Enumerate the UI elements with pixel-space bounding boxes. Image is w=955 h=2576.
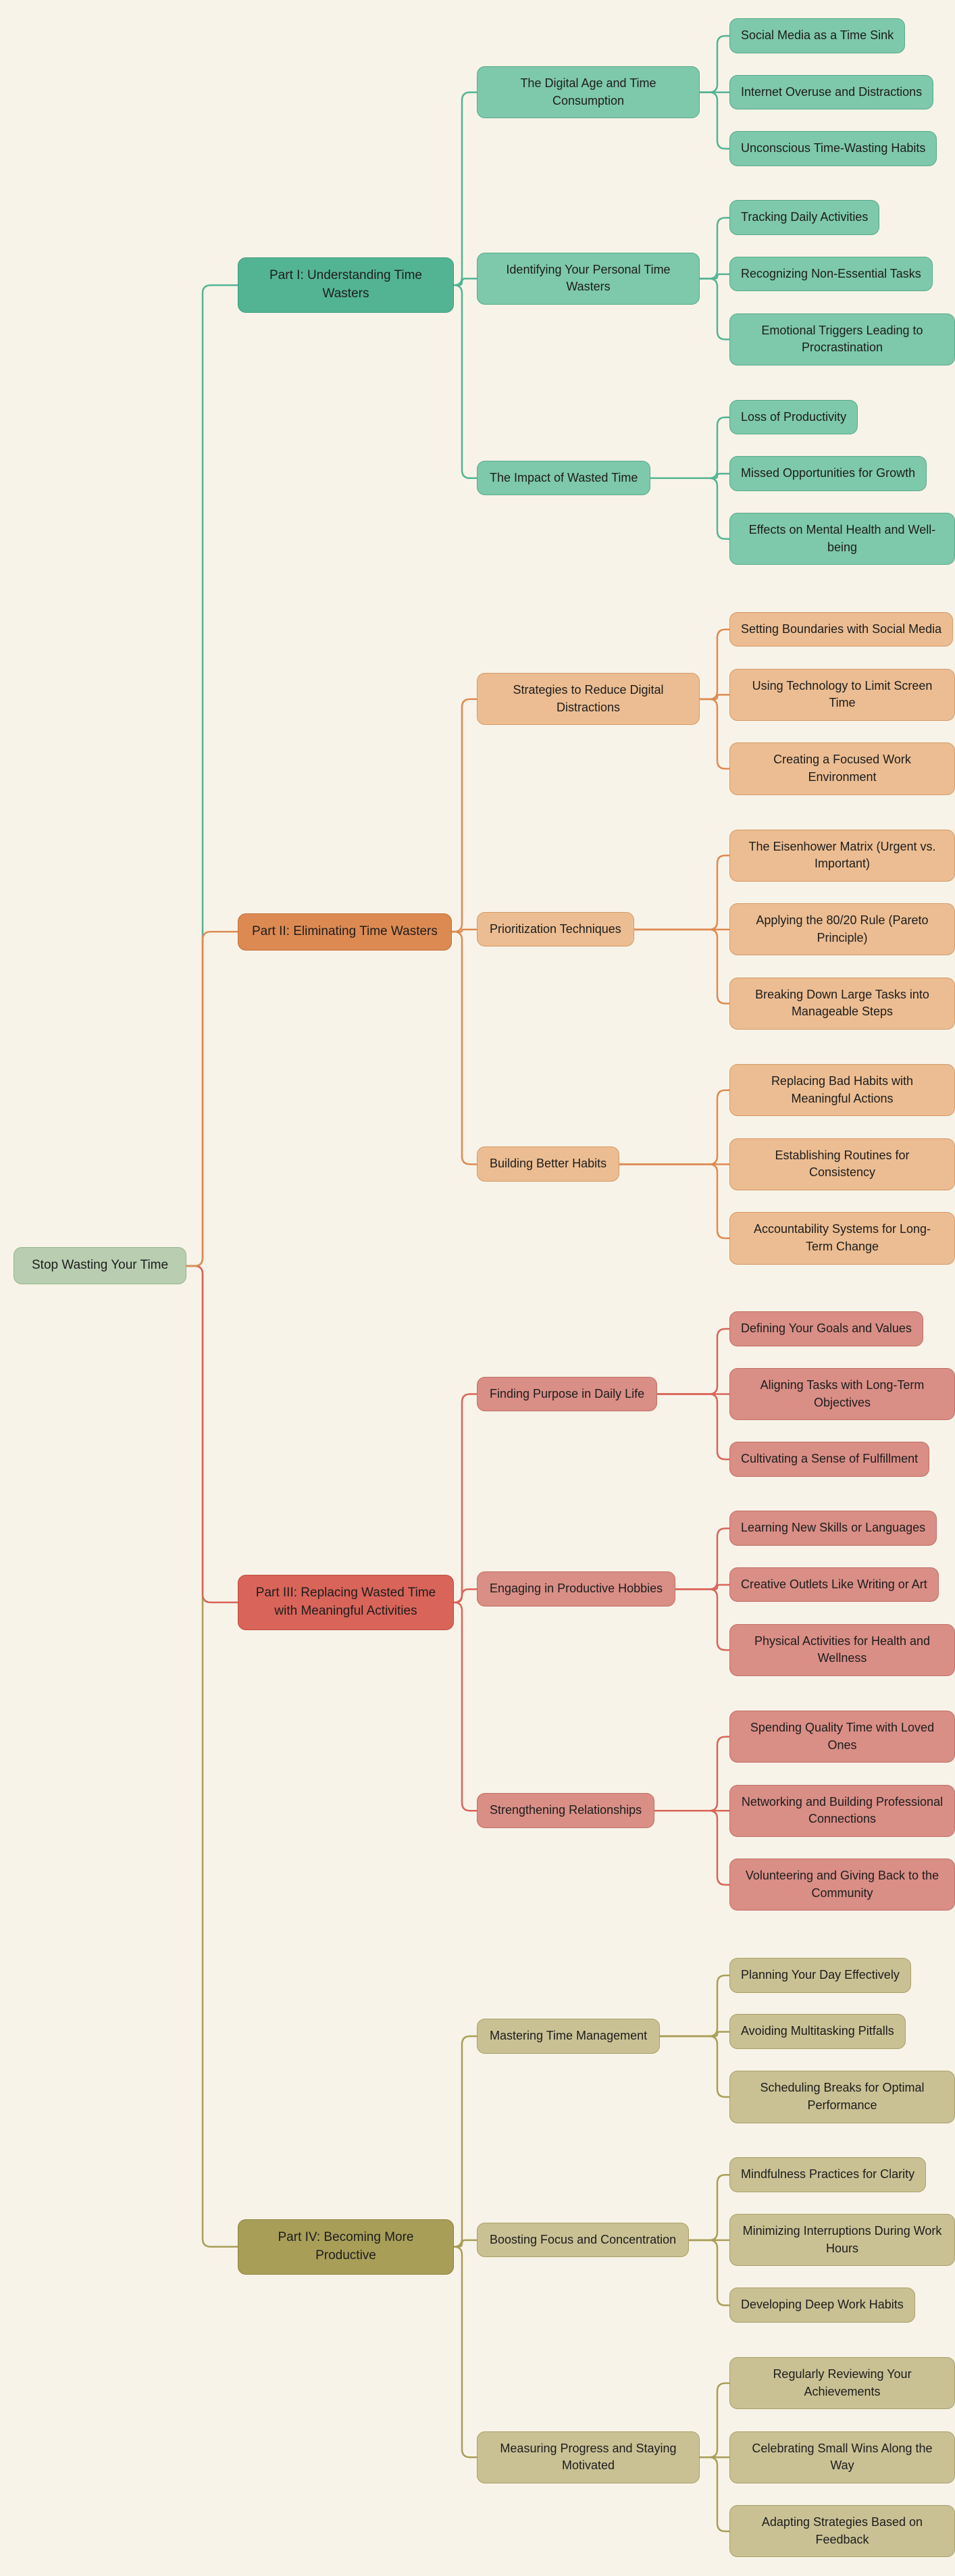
- connector: [185, 1265, 239, 2248]
- connector: [698, 694, 731, 701]
- connector: [659, 2035, 731, 2098]
- branch-node[interactable]: Part I: Understanding Time Wasters: [238, 257, 454, 313]
- subtopic-node[interactable]: Celebrating Small Wins Along the Way: [729, 2431, 955, 2483]
- subtopic-node[interactable]: Replacing Bad Habits with Meaningful Act…: [729, 1064, 955, 1117]
- connector: [698, 34, 731, 93]
- connector: [698, 278, 731, 340]
- connector: [453, 278, 478, 286]
- connector: [649, 416, 731, 479]
- connector: [453, 1601, 478, 1812]
- subtopic-node[interactable]: Applying the 80/20 Rule (Pareto Principl…: [729, 903, 955, 956]
- branch-node[interactable]: Part II: Eliminating Time Wasters: [238, 913, 452, 951]
- connector: [453, 2035, 478, 2248]
- branch-node[interactable]: Part IV: Becoming More Productive: [238, 2219, 454, 2275]
- connector: [674, 1584, 731, 1590]
- subtopic-node[interactable]: Setting Boundaries with Social Media: [729, 611, 954, 647]
- subtopic-node[interactable]: Establishing Routines for Consistency: [729, 1138, 955, 1190]
- subtopic-node[interactable]: Avoiding Multitasking Pitfalls: [729, 2014, 906, 2049]
- connector: [674, 1588, 731, 1651]
- topic-node[interactable]: Prioritization Techniques: [477, 911, 634, 947]
- subtopic-node[interactable]: Scheduling Breaks for Optimal Performanc…: [729, 2071, 955, 2123]
- connector: [450, 698, 478, 933]
- topic-node[interactable]: Boosting Focus and Concentration: [477, 2222, 690, 2258]
- connector: [649, 472, 731, 479]
- subtopic-node[interactable]: Using Technology to Limit Screen Time: [729, 668, 955, 721]
- topic-node[interactable]: Strengthening Relationships: [477, 1793, 655, 1828]
- connector: [185, 1265, 239, 1604]
- mindmap-root-node[interactable]: Stop Wasting Your Time: [14, 1247, 187, 1285]
- subtopic-node[interactable]: Accountability Systems for Long-Term Cha…: [729, 1212, 955, 1265]
- connector: [633, 855, 731, 931]
- subtopic-node[interactable]: Adapting Strategies Based on Feedback: [729, 2505, 955, 2558]
- connector: [656, 1328, 731, 1395]
- connector: [453, 2246, 478, 2458]
- subtopic-node[interactable]: Networking and Building Professional Con…: [729, 1784, 955, 1837]
- connector: [453, 2239, 478, 2248]
- connector: [633, 928, 731, 1005]
- connector: [649, 477, 731, 540]
- connector: [656, 1393, 731, 1461]
- subtopic-node[interactable]: Developing Deep Work Habits: [729, 2288, 915, 2323]
- connector: [698, 628, 731, 701]
- subtopic-node[interactable]: Defining Your Goals and Values: [729, 1311, 923, 1346]
- connector: [698, 698, 731, 770]
- subtopic-node[interactable]: Creative Outlets Like Writing or Art: [729, 1567, 939, 1602]
- connector: [688, 2239, 731, 2306]
- subtopic-node[interactable]: Tracking Daily Activities: [729, 200, 880, 235]
- branch-node[interactable]: Part III: Replacing Wasted Time with Mea…: [238, 1574, 454, 1630]
- topic-node[interactable]: Identifying Your Personal Time Wasters: [477, 252, 700, 305]
- topic-node[interactable]: Engaging in Productive Hobbies: [477, 1571, 676, 1607]
- connector: [450, 928, 478, 933]
- topic-node[interactable]: Finding Purpose in Daily Life: [477, 1376, 658, 1412]
- connector: [659, 2031, 731, 2038]
- connector: [674, 1527, 731, 1590]
- subtopic-node[interactable]: Learning New Skills or Languages: [729, 1511, 937, 1546]
- connector: [185, 284, 239, 1267]
- connector: [618, 1089, 731, 1165]
- connector: [698, 273, 731, 280]
- subtopic-node[interactable]: Mindfulness Practices for Clarity: [729, 2157, 927, 2192]
- subtopic-node[interactable]: Emotional Triggers Leading to Procrastin…: [729, 313, 955, 365]
- subtopic-node[interactable]: Effects on Mental Health and Well-being: [729, 513, 955, 565]
- connector: [698, 2382, 731, 2458]
- connector: [698, 217, 731, 280]
- subtopic-node[interactable]: Unconscious Time-Wasting Habits: [729, 131, 937, 166]
- subtopic-node[interactable]: Internet Overuse and Distractions: [729, 74, 934, 110]
- subtopic-node[interactable]: Missed Opportunities for Growth: [729, 456, 927, 491]
- subtopic-node[interactable]: Minimizing Interruptions During Work Hou…: [729, 2214, 955, 2267]
- topic-node[interactable]: The Impact of Wasted Time: [477, 460, 651, 496]
- connector: [618, 1163, 731, 1240]
- connector: [698, 91, 731, 150]
- connector: [453, 1588, 478, 1604]
- connector: [453, 91, 478, 286]
- subtopic-node[interactable]: Aligning Tasks with Long-Term Objectives: [729, 1368, 955, 1421]
- subtopic-node[interactable]: Loss of Productivity: [729, 399, 858, 435]
- subtopic-node[interactable]: Volunteering and Giving Back to the Comm…: [729, 1859, 955, 1911]
- subtopic-node[interactable]: Breaking Down Large Tasks into Manageabl…: [729, 977, 955, 1030]
- connector: [450, 930, 478, 1165]
- connector: [453, 1393, 478, 1604]
- subtopic-node[interactable]: Physical Activities for Health and Welln…: [729, 1623, 955, 1676]
- subtopic-node[interactable]: Social Media as a Time Sink: [729, 18, 906, 53]
- subtopic-node[interactable]: The Eisenhower Matrix (Urgent vs. Import…: [729, 829, 955, 882]
- connector: [659, 1974, 731, 2038]
- subtopic-node[interactable]: Planning Your Day Effectively: [729, 1957, 911, 1993]
- topic-node[interactable]: Strategies to Reduce Digital Distraction…: [477, 673, 700, 726]
- topic-node[interactable]: The Digital Age and Time Consumption: [477, 66, 700, 119]
- connector: [453, 284, 478, 479]
- subtopic-node[interactable]: Regularly Reviewing Your Achievements: [729, 2357, 955, 2410]
- subtopic-node[interactable]: Spending Quality Time with Loved Ones: [729, 1711, 955, 1763]
- subtopic-node[interactable]: Cultivating a Sense of Fulfillment: [729, 1442, 930, 1477]
- connector: [653, 1810, 731, 1886]
- connector: [185, 930, 239, 1267]
- subtopic-node[interactable]: Recognizing Non-Essential Tasks: [729, 256, 933, 292]
- connector: [653, 1736, 731, 1812]
- connector: [698, 2456, 731, 2533]
- subtopic-node[interactable]: Creating a Focused Work Environment: [729, 742, 955, 795]
- topic-node[interactable]: Building Better Habits: [477, 1146, 620, 1182]
- topic-node[interactable]: Mastering Time Management: [477, 2018, 661, 2054]
- connector: [688, 2174, 731, 2242]
- topic-node[interactable]: Measuring Progress and Staying Motivated: [477, 2431, 700, 2483]
